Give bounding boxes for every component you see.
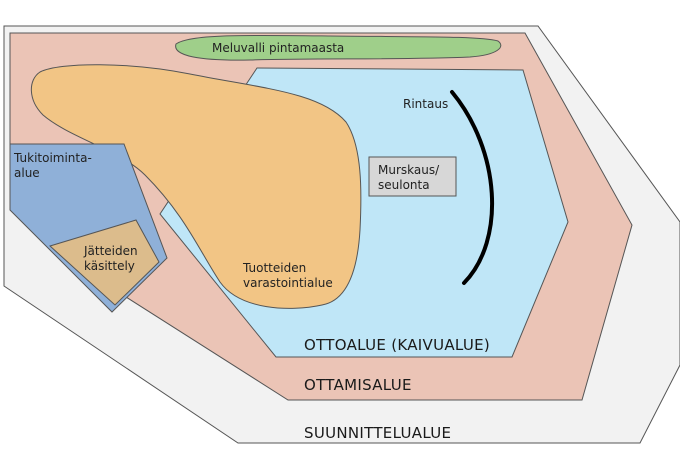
waste-handling-label-line1: Jätteiden xyxy=(83,244,138,258)
extraction-area-label: OTTAMISALUE xyxy=(304,376,412,394)
noise-barrier-label: Meluvalli pintamaasta xyxy=(212,41,344,55)
support-area-label-line2: alue xyxy=(14,166,40,180)
crushing-screening-box xyxy=(368,156,457,197)
excavation-area-label: OTTOALUE (KAIVUALUE) xyxy=(304,336,490,354)
crushing-label-line1: Murskaus/ xyxy=(378,163,440,177)
support-area-label-line1: Tukitoiminta- xyxy=(13,151,92,165)
noise-barrier-zone xyxy=(175,34,502,61)
face-line xyxy=(450,90,495,285)
planning-area-label: SUUNNITTELUALUE xyxy=(304,424,451,442)
crushing-label-line2: seulonta xyxy=(378,178,430,192)
waste-handling-zone xyxy=(49,219,160,306)
product-storage-label-line2: varastointialue xyxy=(243,276,333,290)
waste-handling-label-line2: käsittely xyxy=(84,259,135,273)
face-label: Rintaus xyxy=(403,97,448,111)
product-storage-label-line1: Tuotteiden xyxy=(242,261,306,275)
